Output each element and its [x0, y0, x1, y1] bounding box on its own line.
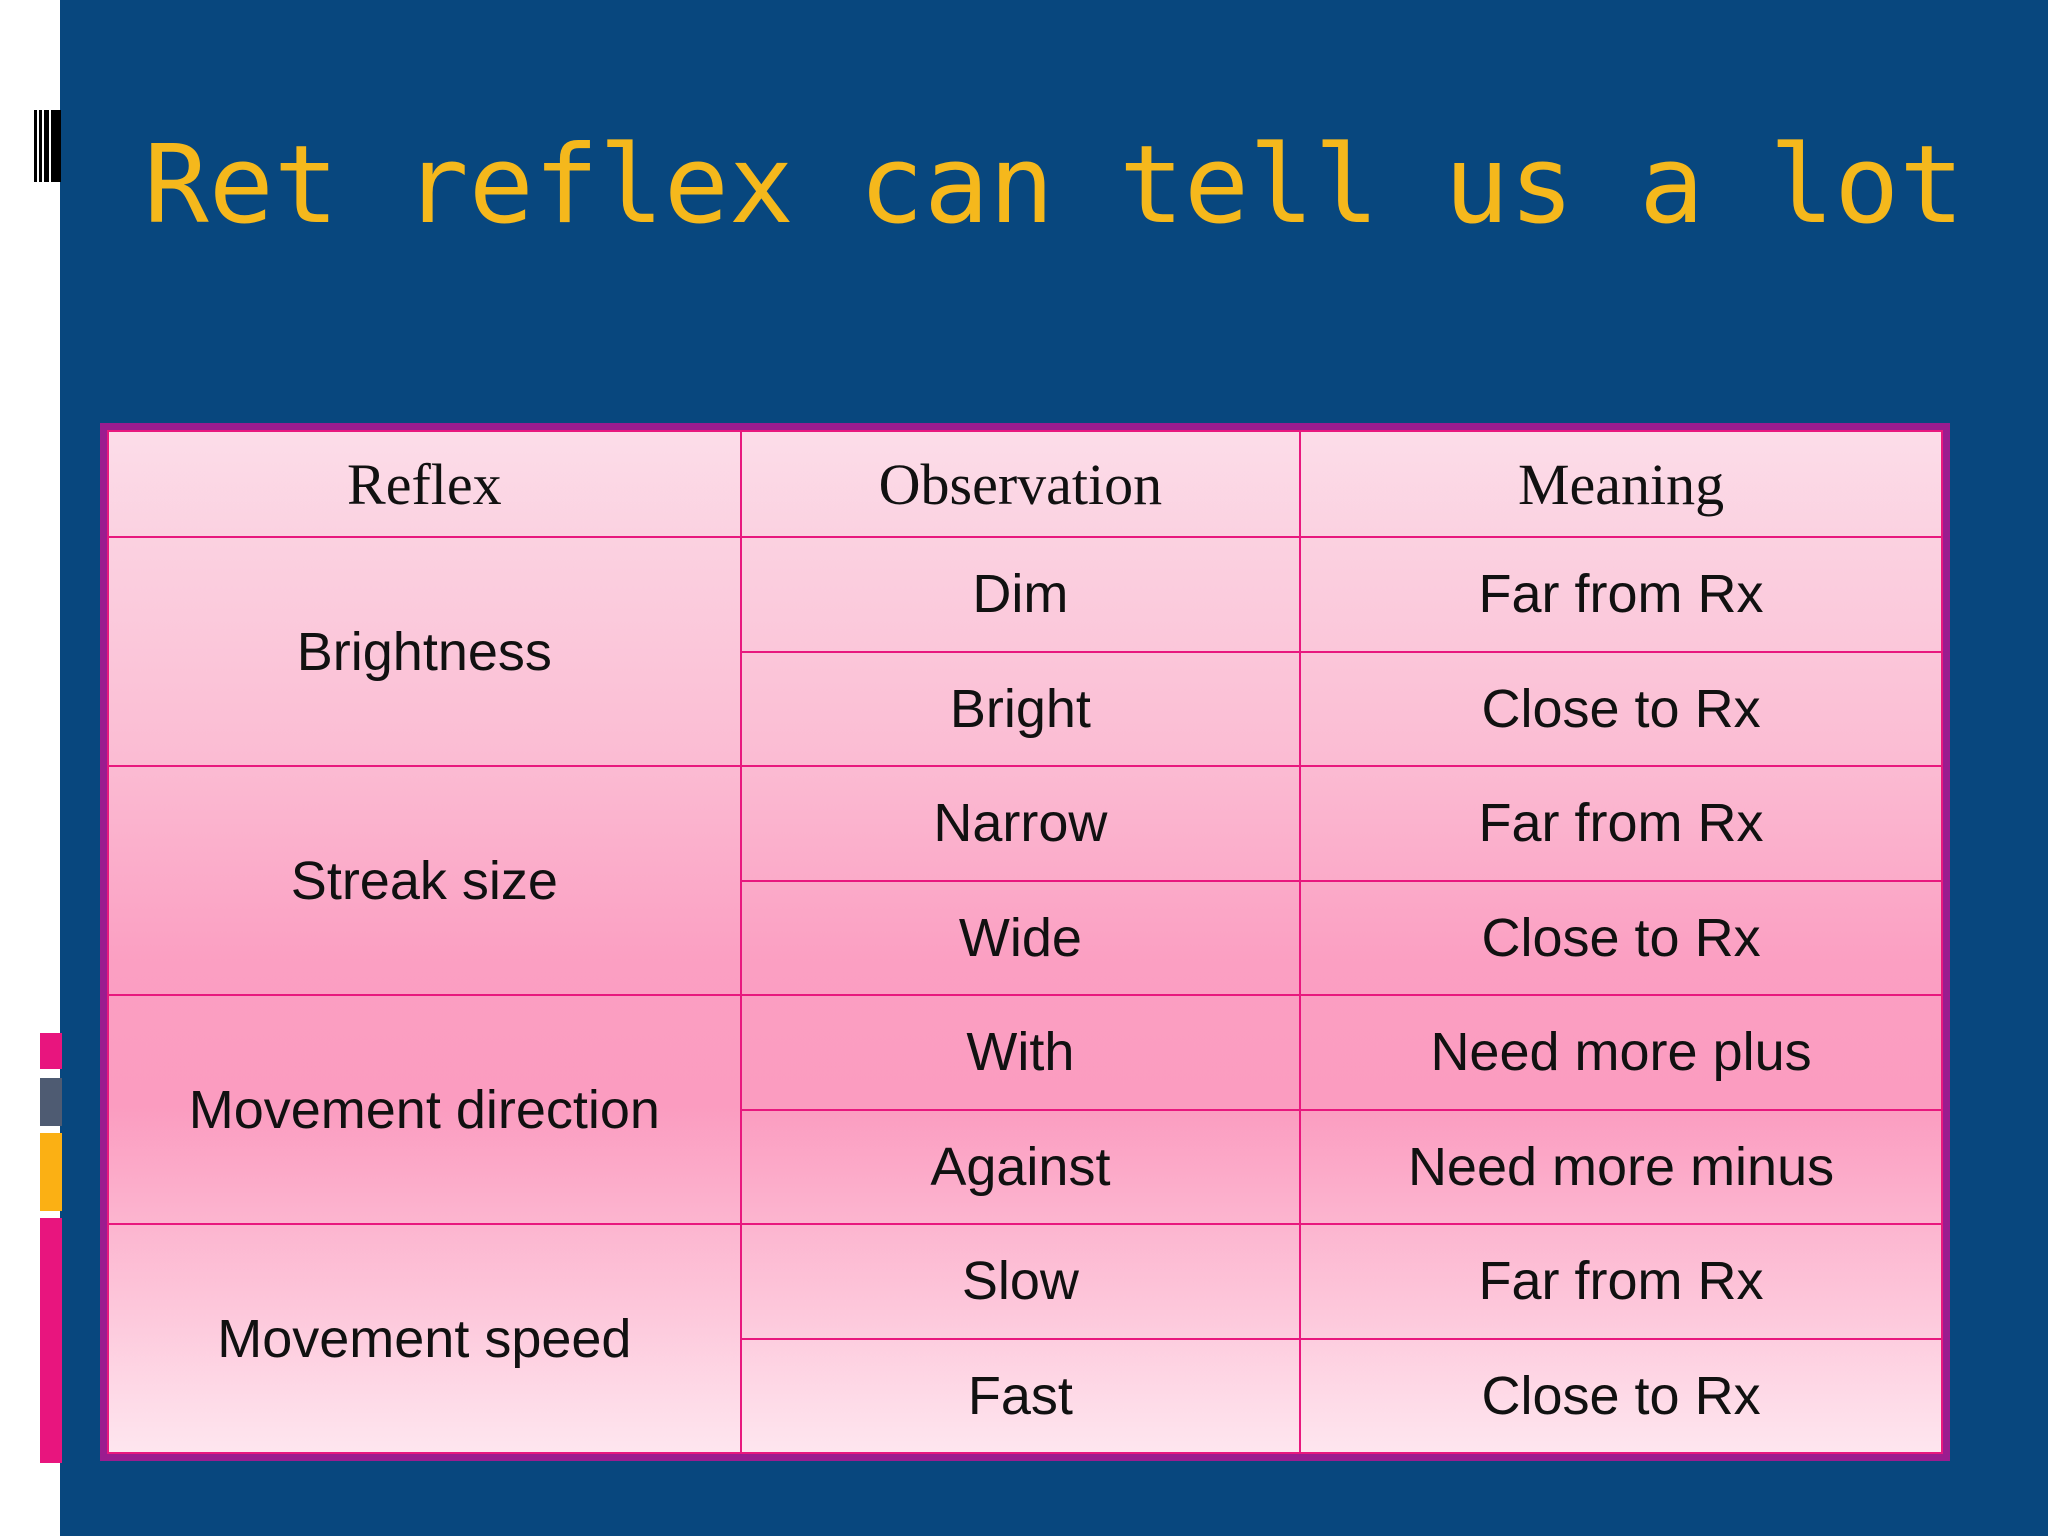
observation-cell: Slow — [739, 1223, 1302, 1340]
column-header-meaning: Meaning — [1299, 430, 1943, 538]
meaning-cell: Far from Rx — [1299, 536, 1943, 653]
observation-cell: Narrow — [739, 765, 1302, 882]
reflex-cell: Brightness — [107, 536, 742, 767]
bar-3 — [44, 110, 49, 182]
vertical-bars-icon — [34, 110, 61, 182]
page-title: Ret reflex can tell us a lot — [143, 123, 1965, 248]
meaning-cell: Close to Rx — [1299, 1337, 1943, 1454]
table-row: Streak size Narrow Far from Rx — [107, 765, 1943, 996]
chip-pink-top — [40, 1033, 62, 1069]
meaning-cell: Far from Rx — [1299, 1223, 1943, 1340]
meaning-cell: Need more minus — [1299, 1108, 1943, 1225]
chip-amber — [40, 1133, 62, 1211]
reflex-cell: Streak size — [107, 765, 742, 996]
bar-2 — [39, 110, 42, 182]
observation-cell: Dim — [739, 536, 1302, 653]
observation-cell: With — [739, 994, 1302, 1111]
meaning-cell: Close to Rx — [1299, 650, 1943, 767]
chip-pink-bottom — [40, 1218, 62, 1463]
table-row: Wide Close to Rx — [108, 879, 1943, 996]
observation-cell: Bright — [739, 650, 1302, 767]
table-row: Brightness Dim Far from Rx — [107, 536, 1943, 767]
table-row: Bright Close to Rx — [108, 650, 1943, 767]
table-header-row: Reflex Observation Meaning — [107, 430, 1943, 538]
column-header-reflex: Reflex — [107, 430, 742, 538]
table-row: Against Need more minus — [108, 1108, 1943, 1225]
observation-cell: Against — [739, 1108, 1302, 1225]
observation-cell: Fast — [739, 1337, 1302, 1454]
reflex-cell: Movement direction — [107, 994, 742, 1225]
table-row: Movement direction With Need more plus — [107, 994, 1943, 1225]
meaning-cell: Close to Rx — [1299, 879, 1943, 996]
reflex-cell: Movement speed — [107, 1223, 742, 1454]
table-row: Fast Close to Rx — [108, 1337, 1943, 1454]
meaning-cell: Far from Rx — [1299, 765, 1943, 882]
chip-slate — [40, 1078, 62, 1126]
observation-cell: Wide — [739, 879, 1302, 996]
table-row: Movement speed Slow Far from Rx — [107, 1223, 1943, 1454]
ret-reflex-table: Reflex Observation Meaning Brightness Di… — [100, 423, 1950, 1461]
meaning-cell: Need more plus — [1299, 994, 1943, 1111]
bar-1 — [34, 110, 37, 182]
bar-4 — [51, 110, 61, 182]
column-header-observation: Observation — [739, 430, 1302, 538]
